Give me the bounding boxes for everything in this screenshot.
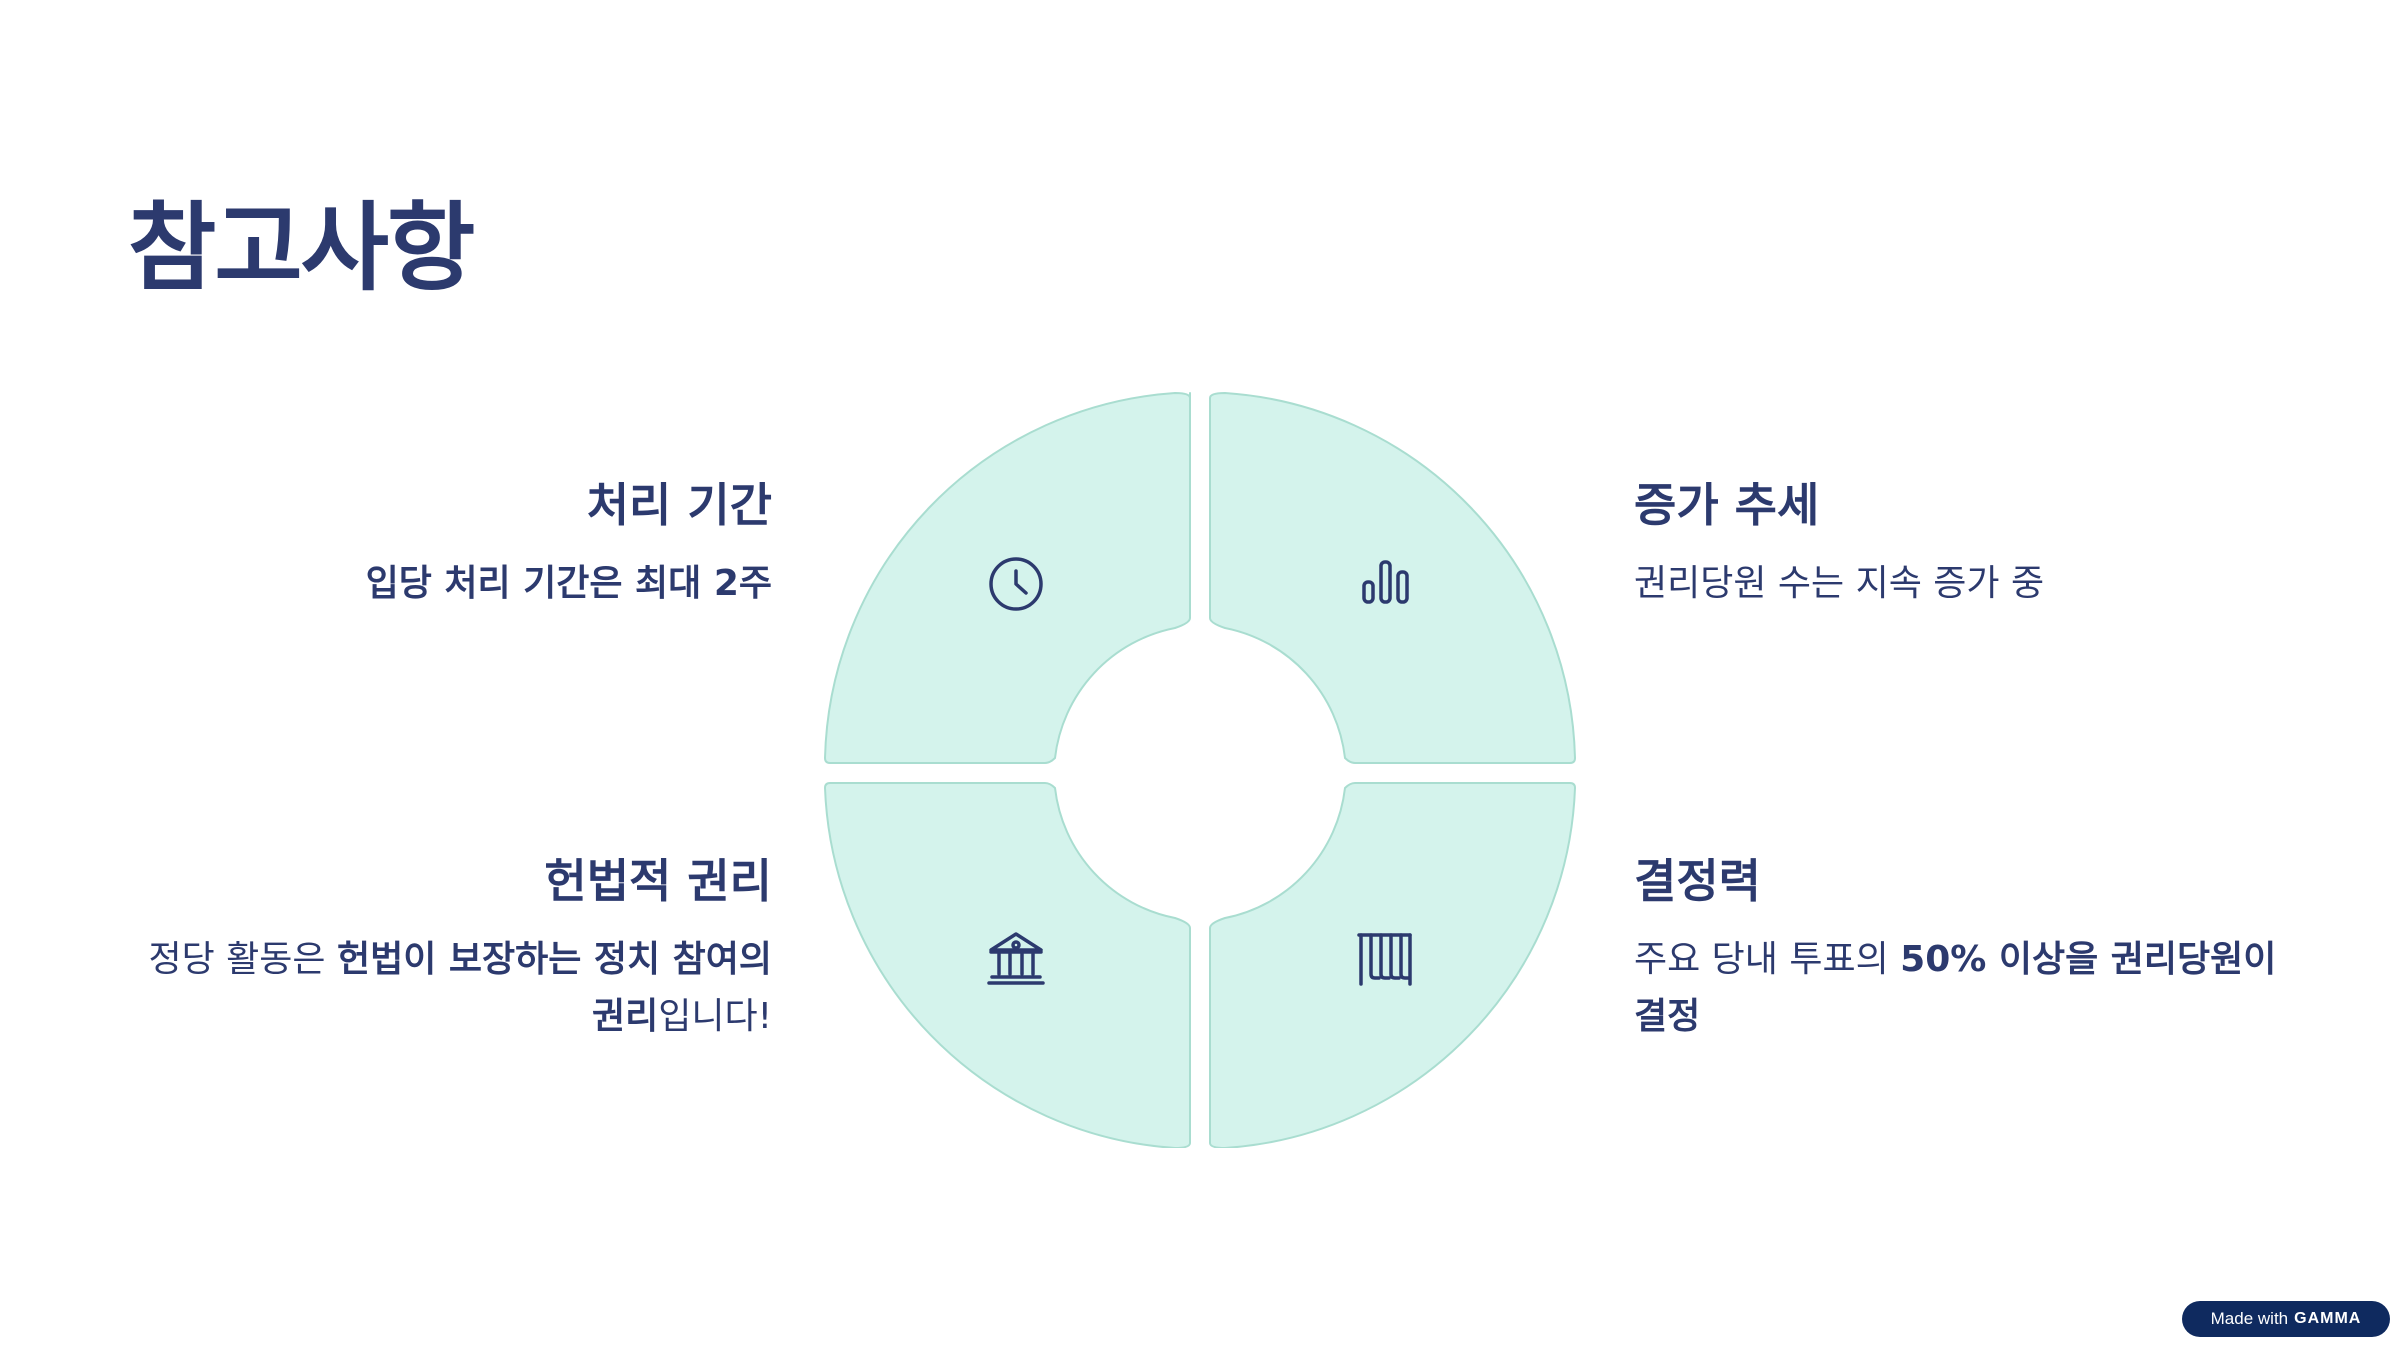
item-body: 입당 처리 기간은 최대 2주: [112, 555, 772, 612]
segment-bottom-left: [824, 782, 1191, 1148]
item-heading: 결정력: [1634, 854, 1761, 908]
item-body: 주요 당내 투표의 50% 이상을 권리당원이 결정: [1634, 931, 2294, 1045]
item-body: 정당 활동은 헌법이 보장하는 정치 참여의 권리입니다!: [112, 931, 772, 1045]
badge-prefix: Made with: [2210, 1309, 2289, 1328]
page-title: 참고사항: [128, 192, 475, 304]
item-heading: 증가 추세: [1634, 478, 1820, 532]
made-with-gamma-badge[interactable]: Made with GAMMA: [2182, 1301, 2390, 1337]
item-heading: 처리 기간: [586, 478, 772, 532]
segment-top-left: [824, 392, 1191, 764]
emphasis-text: 50% 이상을 권리당원이 결정: [1634, 939, 2277, 1038]
segment-top-right: [1209, 392, 1576, 764]
body-text: 입니다!: [658, 996, 772, 1038]
item-growth-trend: 증가 추세 권리당원 수는 지속 증가 중: [1634, 478, 2294, 612]
item-heading: 헌법적 권리: [544, 854, 772, 908]
item-constitutional-right: 헌법적 권리 정당 활동은 헌법이 보장하는 정치 참여의 권리입니다!: [112, 854, 772, 1045]
item-processing-period: 처리 기간 입당 처리 기간은 최대 2주: [112, 478, 772, 612]
government-building-icon: [987, 932, 1045, 985]
item-body: 권리당원 수는 지속 증가 중: [1634, 555, 2294, 612]
bar-chart-icon: [1362, 560, 1409, 604]
gamma-logo: GAMMA: [2294, 1310, 2362, 1327]
columns-icon: [1357, 933, 1412, 986]
item-decision-power: 결정력 주요 당내 투표의 50% 이상을 권리당원이 결정: [1634, 854, 2294, 1045]
body-text: 정당 활동은: [148, 939, 337, 981]
cycle-diagram: [824, 392, 1576, 1148]
emphasis-text: 헌법이 보장하는 정치 참여의 권리: [336, 939, 772, 1038]
clock-icon: [989, 557, 1043, 611]
body-text: 주요 당내 투표의: [1634, 939, 1901, 981]
emphasis-text: 입당 처리 기간은 최대 2주: [365, 563, 772, 605]
body-text: 권리당원 수는 지속 증가 중: [1634, 563, 2045, 605]
